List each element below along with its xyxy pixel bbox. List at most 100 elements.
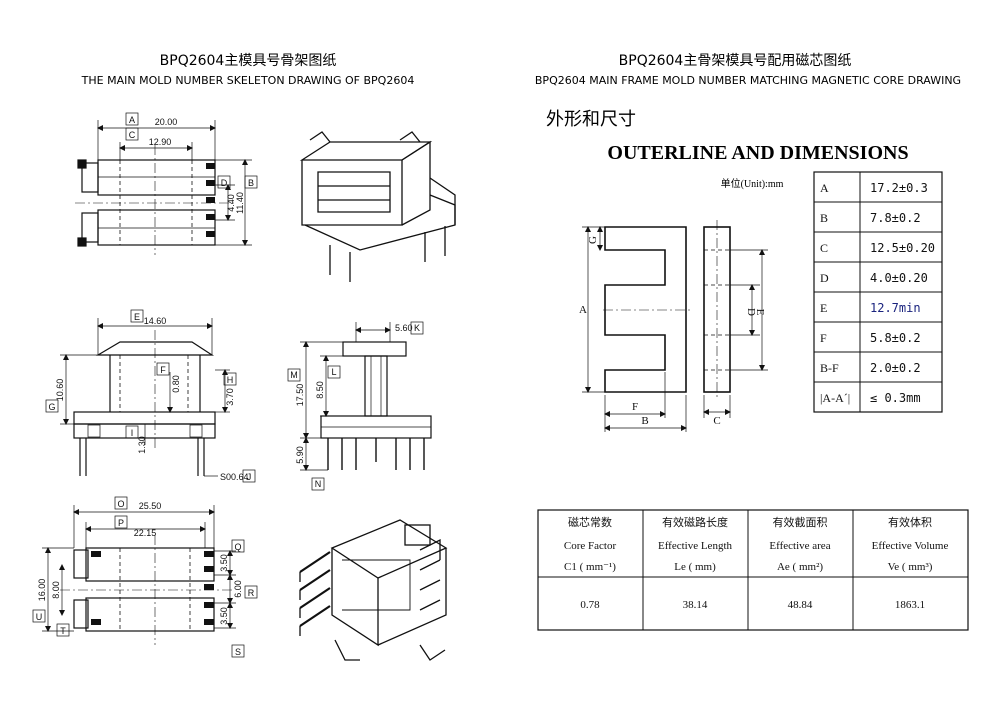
- bobbin-top-view: [75, 145, 235, 255]
- dim-value-A: 20.00: [155, 117, 178, 127]
- dim-label-T: T: [60, 626, 66, 636]
- dim-value-T: 8.00: [51, 581, 61, 599]
- dim-value-C: 12.90: [149, 137, 172, 147]
- dim-value-R: 6.00: [233, 580, 243, 598]
- dim-label-F: F: [160, 365, 166, 375]
- dim-label-U: U: [36, 612, 43, 622]
- dim-value-G: 10.60: [55, 379, 65, 402]
- dim-label-B: B: [248, 178, 254, 188]
- dim-label-G: G: [48, 402, 55, 412]
- dim-value-E: 14.60: [144, 316, 167, 326]
- dim-label-O: O: [117, 499, 124, 509]
- core-label-D: D: [745, 308, 757, 316]
- dim-table-key: F: [820, 331, 827, 345]
- dim-label-M: M: [290, 370, 298, 380]
- dim-table-value: 2.0±0.2: [870, 361, 921, 375]
- param-header-symbol: Ve ( mm³): [888, 561, 933, 573]
- dim-table-value: 4.0±0.20: [870, 271, 928, 285]
- bobbin-front-view: [73, 330, 216, 476]
- dim-value-H: 3.70: [225, 388, 235, 406]
- left-title-en: THE MAIN MOLD NUMBER SKELETON DRAWING OF…: [81, 74, 415, 87]
- core-label-G: G: [587, 236, 599, 244]
- param-header-symbol: Le ( mm): [674, 561, 716, 573]
- dim-label-K: K: [414, 323, 420, 333]
- dim-label-J: J: [247, 472, 252, 482]
- outline-subtitle-cn: 外形和尺寸: [546, 109, 636, 129]
- dim-value-M: 17.50: [295, 384, 305, 407]
- dim-value-P: 22.15: [134, 528, 157, 538]
- unit-label: 单位(Unit):mm: [721, 177, 784, 190]
- dim-table-value: 12.5±0.20: [870, 241, 935, 255]
- e-core-front-view: [603, 226, 690, 393]
- core-label-E: E: [754, 309, 766, 316]
- right-title-cn: BPQ2604主骨架模具号配用磁芯图纸: [619, 53, 852, 69]
- param-header-en: Effective Length: [658, 540, 733, 552]
- dim-value-K: 5.60: [395, 323, 413, 333]
- dim-table-key: A: [820, 181, 829, 195]
- core-dimensions: [582, 226, 768, 432]
- dim-value-D: 4.40: [226, 194, 236, 212]
- dim-value-F: 0.80: [171, 375, 181, 393]
- dim-table-key: |A-A´|: [820, 391, 850, 405]
- dim-label-P: P: [118, 518, 124, 528]
- bobbin-bottom-view: [60, 535, 232, 645]
- dim-value-I: 1.30: [137, 436, 147, 454]
- dim-table-key: B: [820, 211, 828, 225]
- param-value: 0.78: [580, 599, 600, 611]
- dim-label-N: N: [315, 479, 322, 489]
- dim-value-L: 8.50: [315, 381, 325, 399]
- front-view-dimensions: [45, 309, 256, 483]
- core-dimension-table: A 17.2±0.3B 7.8±0.2C 12.5±0.20D 4.0±0.20E 12.…: [813, 171, 943, 413]
- dim-label-L: L: [331, 367, 336, 377]
- core-label-A: A: [579, 304, 587, 316]
- dim-table-key: B-F: [820, 361, 839, 375]
- param-header-en: Effective Volume: [872, 540, 949, 552]
- dim-table-value: 5.8±0.2: [870, 331, 921, 345]
- bobbin-side-view: [320, 341, 432, 470]
- dim-table-key: C: [820, 241, 828, 255]
- param-header-en: Effective area: [769, 540, 830, 552]
- dim-label-S: S: [235, 647, 241, 657]
- dim-table-key: D: [820, 271, 829, 285]
- param-header-cn: 有效体积: [888, 515, 932, 529]
- dim-table-value: 12.7min: [870, 301, 921, 315]
- dim-table-value: ≤ 0.3mm: [870, 391, 921, 405]
- core-label-C: C: [713, 415, 720, 427]
- param-header-symbol: Ae ( mm²): [777, 561, 823, 573]
- dim-table-value: 17.2±0.3: [870, 181, 928, 195]
- right-title-en: BPQ2604 MAIN FRAME MOLD NUMBER MATCHING …: [535, 74, 961, 87]
- param-value: 48.84: [788, 599, 813, 611]
- dim-label-R: R: [248, 588, 255, 598]
- dim-value-U: 16.00: [37, 579, 47, 602]
- param-value: 38.14: [683, 599, 708, 611]
- dim-value-J: S00.64: [220, 472, 249, 482]
- dim-value-Q: 3.50: [219, 554, 229, 572]
- top-view-dimensions: [97, 112, 258, 246]
- dim-label-D: D: [221, 178, 228, 188]
- dim-value-N: 5.90: [295, 446, 305, 464]
- core-label-B: B: [641, 415, 648, 427]
- dim-label-E: E: [134, 312, 140, 322]
- left-title-cn: BPQ2604主模具号骨架图纸: [160, 53, 337, 69]
- bobbin-isometric-bottom: [299, 519, 448, 661]
- dim-table-value: 7.8±0.2: [870, 211, 921, 225]
- param-header-symbol: C1 ( mm⁻¹): [564, 561, 616, 573]
- dim-label-H: H: [227, 375, 234, 385]
- param-header-cn: 有效截面积: [773, 515, 828, 529]
- dim-label-A: A: [129, 115, 135, 125]
- dim-label-C: C: [129, 130, 136, 140]
- dim-value-B: 11.40: [235, 192, 245, 214]
- dim-table-key: E: [820, 301, 827, 315]
- dim-label-I: I: [131, 428, 134, 438]
- bottom-view-dimensions: [32, 496, 258, 658]
- dim-value-S: 3.50: [219, 607, 229, 625]
- param-header-cn: 磁芯常数: [568, 515, 612, 529]
- core-label-F: F: [632, 401, 638, 413]
- param-header-en: Core Factor: [564, 540, 617, 552]
- side-view-dimensions: [287, 321, 424, 491]
- e-core-side-view: [703, 220, 731, 400]
- bobbin-isometric-top: [299, 131, 456, 282]
- param-value: 1863.1: [895, 599, 925, 611]
- dim-value-O: 25.50: [139, 501, 162, 511]
